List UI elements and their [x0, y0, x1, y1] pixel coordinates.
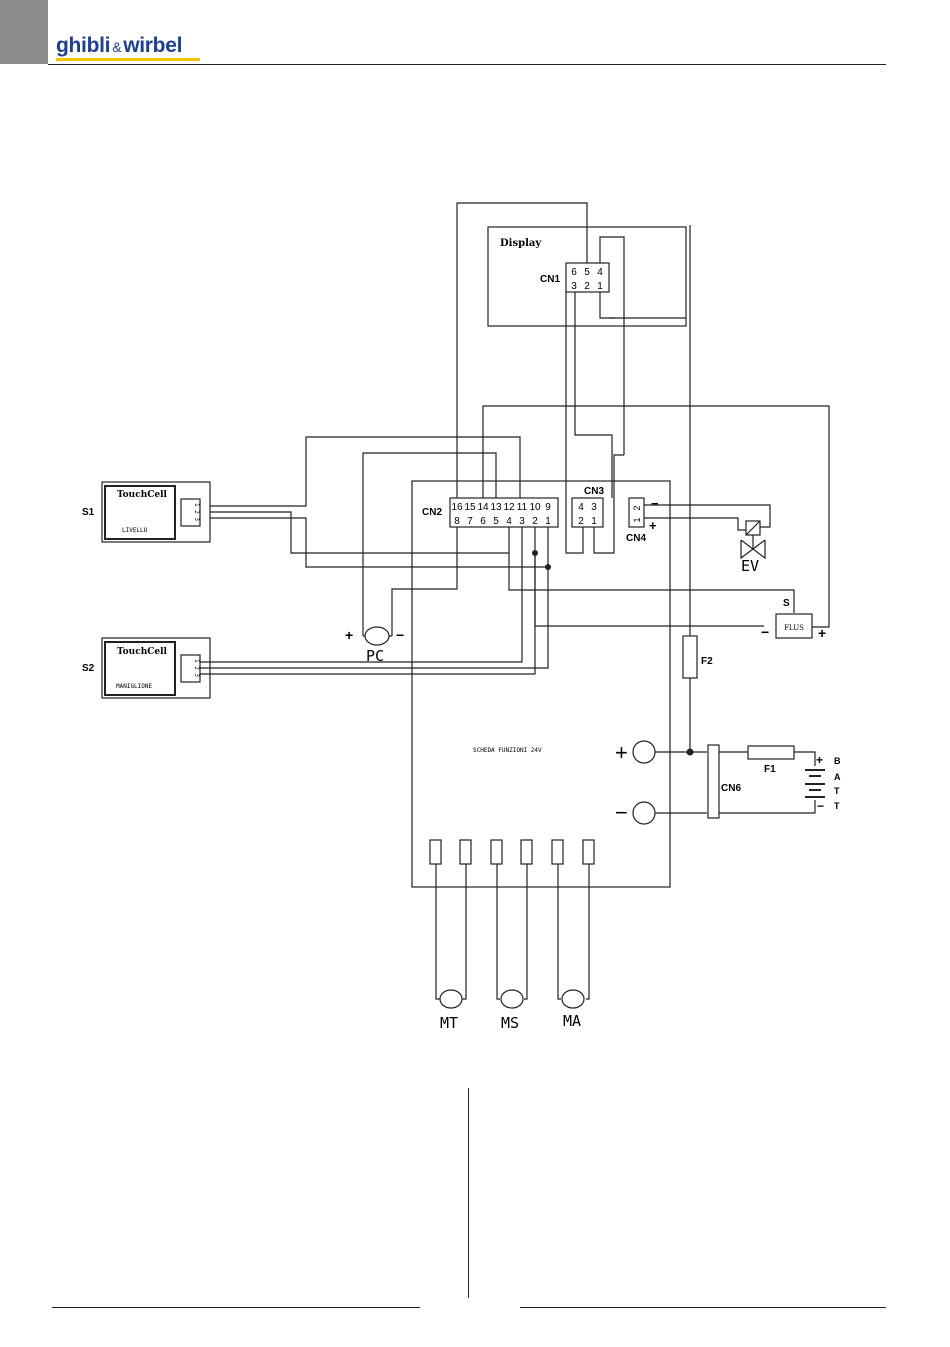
- minus-terminal: [633, 802, 655, 824]
- cn2-pin: 9: [545, 502, 551, 513]
- cn3-pin: 3: [591, 502, 597, 513]
- board-label: SCHEDA FUNZIONI 24V: [473, 747, 542, 754]
- terminal-minus-sign: −: [615, 800, 628, 825]
- cn2-pin: 12: [503, 502, 515, 513]
- cn4-pin: 2: [632, 505, 642, 510]
- mt-label: MT: [440, 1014, 458, 1032]
- cn3-pin: 2: [578, 516, 584, 527]
- cn4-label: CN4: [626, 533, 646, 544]
- cn3-pin: 4: [578, 502, 584, 513]
- flus-plus: +: [818, 625, 826, 641]
- cn2-pin: 11: [517, 502, 528, 513]
- cn6-label: CN6: [721, 783, 741, 794]
- cn1-pin: 4: [597, 267, 603, 278]
- batt-letter: T: [834, 801, 840, 811]
- f1-fuse: [748, 746, 794, 759]
- s-label: S: [783, 598, 790, 609]
- ma-motor: [562, 990, 584, 1008]
- f1-label: F1: [764, 764, 776, 775]
- s2-title: TouchCell: [117, 647, 168, 657]
- ms-label: MS: [501, 1014, 519, 1032]
- pc-pump: [365, 627, 389, 645]
- pc-label: PC: [366, 647, 384, 665]
- cn2-label: CN2: [422, 507, 442, 518]
- batt-letter: A: [834, 772, 841, 782]
- cn1-pin: 2: [584, 281, 590, 292]
- cn2-pin: 10: [529, 502, 541, 513]
- cn2-pin: 3: [519, 516, 525, 527]
- cn2-pin: 15: [464, 502, 476, 513]
- footer-rule-left: [52, 1307, 420, 1308]
- s1-sub: LIVELLO: [122, 527, 148, 534]
- ev-label: EV: [741, 557, 759, 575]
- footer-rule-right: [520, 1307, 886, 1308]
- display-label: Display: [500, 238, 542, 249]
- batt-letter: T: [834, 786, 840, 796]
- s1-pins: 1 2 3: [193, 503, 200, 521]
- cn2-pin: 8: [454, 516, 460, 527]
- cn2-pin: 5: [493, 516, 499, 527]
- cn1-pin: 3: [571, 281, 577, 292]
- cn3-label: CN3: [584, 486, 604, 497]
- cn1-label: CN1: [540, 274, 560, 285]
- cn4-minus: −: [651, 496, 659, 511]
- batt-minus: −: [817, 799, 824, 813]
- ms-motor: [501, 990, 523, 1008]
- cn2-pin: 7: [467, 516, 473, 527]
- cn4-pin: 1: [632, 517, 642, 522]
- cn2-pin: 2: [532, 516, 538, 527]
- cn2-pin: 16: [451, 502, 463, 513]
- ma-label: MA: [563, 1012, 581, 1030]
- s2-pins: 1 2 3: [193, 659, 200, 677]
- s1-label: S1: [82, 507, 95, 518]
- pc-plus: +: [345, 627, 353, 643]
- cn1-pin: 6: [571, 267, 577, 278]
- flus-minus: −: [761, 624, 769, 640]
- mt-motor: [440, 990, 462, 1008]
- s2-sub: MANIGLIONE: [116, 683, 153, 690]
- cn4-plus: +: [649, 518, 657, 533]
- column-divider: [468, 1088, 469, 1298]
- cn3-connector: [572, 498, 603, 527]
- cn6-connector: [708, 745, 719, 818]
- cn1-pin: 1: [597, 281, 603, 292]
- cn3-pin: 1: [591, 516, 597, 527]
- plus-terminal: [633, 741, 655, 763]
- cn2-pin: 14: [477, 502, 489, 513]
- batt-plus: +: [816, 753, 823, 767]
- cn2-pin: 4: [506, 516, 512, 527]
- cn2-pin: 1: [545, 516, 551, 527]
- terminal-plus-sign: +: [615, 740, 628, 765]
- cn2-pin: 13: [490, 502, 502, 513]
- f2-label: F2: [701, 656, 713, 667]
- pc-minus: −: [396, 627, 404, 643]
- batt-letter: B: [834, 756, 841, 766]
- f2-fuse: [683, 636, 697, 678]
- s1-title: TouchCell: [117, 490, 168, 500]
- s2-label: S2: [82, 663, 95, 674]
- cn1-pin: 5: [584, 267, 590, 278]
- flus-label: FLUS: [784, 624, 804, 632]
- cn2-pin: 6: [480, 516, 486, 527]
